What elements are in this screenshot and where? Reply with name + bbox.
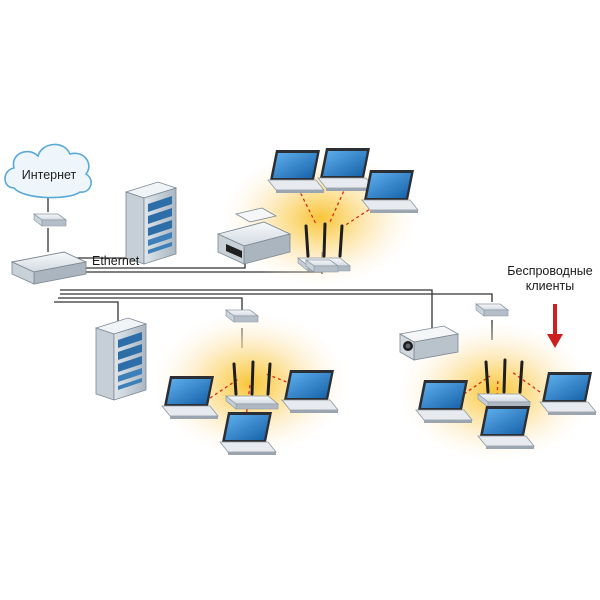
laptop-icon [477, 405, 535, 450]
laptop-icon [267, 149, 325, 194]
internet-adapter-icon [33, 213, 67, 227]
arrow-down-icon [547, 304, 563, 348]
laptop-icon [281, 369, 339, 414]
laptop-icon [415, 379, 473, 424]
laptop-icon [219, 411, 277, 456]
laptop-icon [161, 375, 219, 420]
internet-cloud [4, 143, 92, 199]
wireless-clients-label-line1: Беспроводные [507, 264, 593, 278]
server-top-icon [125, 181, 177, 265]
wireless-clients-label: Беспроводные клиенты [500, 264, 600, 294]
wireless-clients-label-line2: клиенты [525, 279, 575, 293]
server-bottom-icon [95, 317, 147, 401]
adapter-right-icon [475, 303, 509, 317]
network-switch-icon [10, 251, 88, 285]
laptop-icon [539, 371, 597, 416]
wireless-coverage-left [152, 312, 348, 456]
laptop-icon [317, 147, 375, 192]
cloud-icon [4, 143, 92, 199]
ethernet-label: Ethernet [92, 254, 140, 268]
internet-label: Интернет [21, 168, 77, 182]
printer-icon [216, 207, 292, 265]
projector-icon [398, 325, 460, 361]
wireless-coverage-right [398, 322, 594, 462]
laptop-icon [361, 169, 419, 214]
